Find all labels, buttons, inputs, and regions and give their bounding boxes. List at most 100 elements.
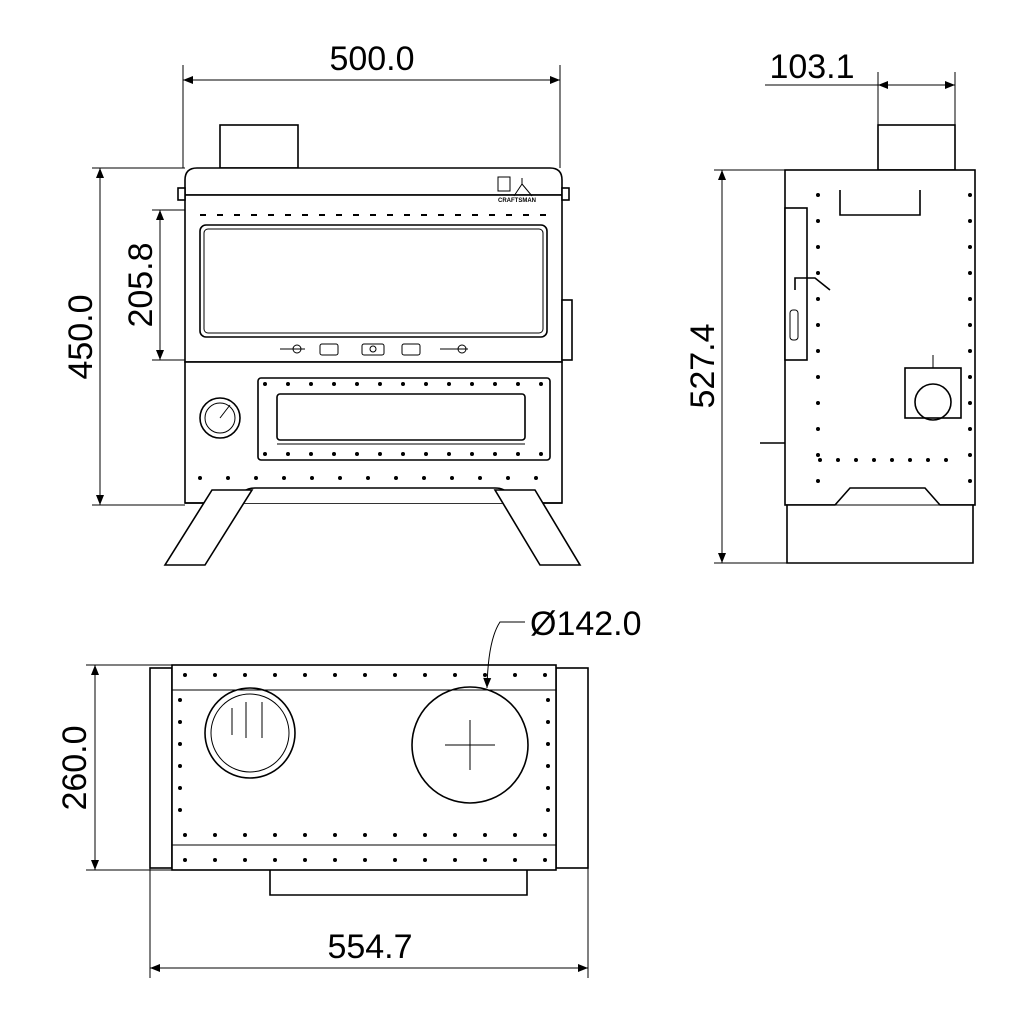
rivet (213, 833, 217, 837)
rivet (332, 382, 336, 386)
rivet (423, 833, 427, 837)
rivet (273, 833, 277, 837)
rivet (423, 858, 427, 862)
rivet (263, 452, 267, 456)
rivet (872, 458, 876, 462)
rivet (968, 349, 972, 353)
rivet (450, 476, 454, 480)
rivet (423, 673, 427, 677)
side-view (760, 124, 976, 564)
rivet (183, 858, 187, 862)
rivet (393, 673, 397, 677)
rivet (453, 833, 457, 837)
rivet (836, 458, 840, 462)
dimension-flue-diameter: Ø142.0 (483, 605, 642, 689)
rivet (447, 452, 451, 456)
rivet (263, 382, 267, 386)
rivet (483, 858, 487, 862)
rivet (363, 673, 367, 677)
rivet (968, 375, 972, 379)
dimension-window-height: 205.8 (122, 209, 185, 361)
svg-text:CRAFTSMAN: CRAFTSMAN (498, 198, 536, 204)
rivet (447, 382, 451, 386)
rivet (816, 193, 820, 197)
rivet (333, 673, 337, 677)
rivet (816, 479, 820, 483)
rivet (394, 476, 398, 480)
rivet (968, 193, 972, 197)
rivet (513, 673, 517, 677)
rivet (539, 452, 543, 456)
rivet (178, 698, 182, 702)
rivet (401, 382, 405, 386)
rivet (453, 673, 457, 677)
rivet (816, 297, 820, 301)
rivet (816, 219, 820, 223)
dimension-front-height: 450.0 (62, 167, 185, 506)
svg-text:500.0: 500.0 (329, 40, 414, 78)
rivet (393, 833, 397, 837)
rivet (273, 673, 277, 677)
svg-text:205.8: 205.8 (122, 242, 160, 327)
rivet (243, 858, 247, 862)
front-view: CRAFTSMAN (163, 124, 582, 566)
rivet (333, 833, 337, 837)
rivet (968, 427, 972, 431)
rivet (303, 858, 307, 862)
rivet (546, 808, 550, 812)
rivet (543, 858, 547, 862)
rivet (513, 833, 517, 837)
craftsman-logo: CRAFTSMAN (497, 176, 536, 204)
rivet (816, 427, 820, 431)
rivet (968, 323, 972, 327)
rivet (816, 271, 820, 275)
rivet (483, 673, 487, 677)
rivet (546, 786, 550, 790)
rivet (393, 858, 397, 862)
rivet (908, 458, 912, 462)
svg-text:103.1: 103.1 (769, 48, 854, 86)
rivet (478, 476, 482, 480)
rivet (493, 382, 497, 386)
rivet (333, 858, 337, 862)
rivet (816, 401, 820, 405)
rivet (178, 720, 182, 724)
rivet (378, 382, 382, 386)
rivet (273, 858, 277, 862)
rivet (816, 323, 820, 327)
rivet (309, 382, 313, 386)
rivet (543, 673, 547, 677)
rivet (516, 382, 520, 386)
rivet (816, 453, 820, 457)
rivet (816, 349, 820, 353)
rivet (944, 458, 948, 462)
rivet (286, 382, 290, 386)
rivet (226, 476, 230, 480)
dimension-top-depth: 260.0 (56, 664, 172, 871)
rivet (178, 786, 182, 790)
rivet (506, 476, 510, 480)
rivet (303, 833, 307, 837)
rivet (534, 476, 538, 480)
rivet (539, 382, 543, 386)
rivet (183, 673, 187, 677)
rivet (178, 808, 182, 812)
rivet (282, 476, 286, 480)
rivet (816, 375, 820, 379)
dimension-chimney-width: 103.1 (765, 48, 956, 125)
rivet (355, 452, 359, 456)
rivet (332, 452, 336, 456)
rivet (310, 476, 314, 480)
rivet (968, 401, 972, 405)
rivet (254, 476, 258, 480)
rivet (309, 452, 313, 456)
rivet (818, 458, 822, 462)
rivet (366, 476, 370, 480)
rivet (516, 452, 520, 456)
rivet (968, 245, 972, 249)
rivet (183, 833, 187, 837)
rivet (178, 742, 182, 746)
rivet (213, 673, 217, 677)
svg-text:450.0: 450.0 (62, 294, 100, 379)
rivet (243, 833, 247, 837)
